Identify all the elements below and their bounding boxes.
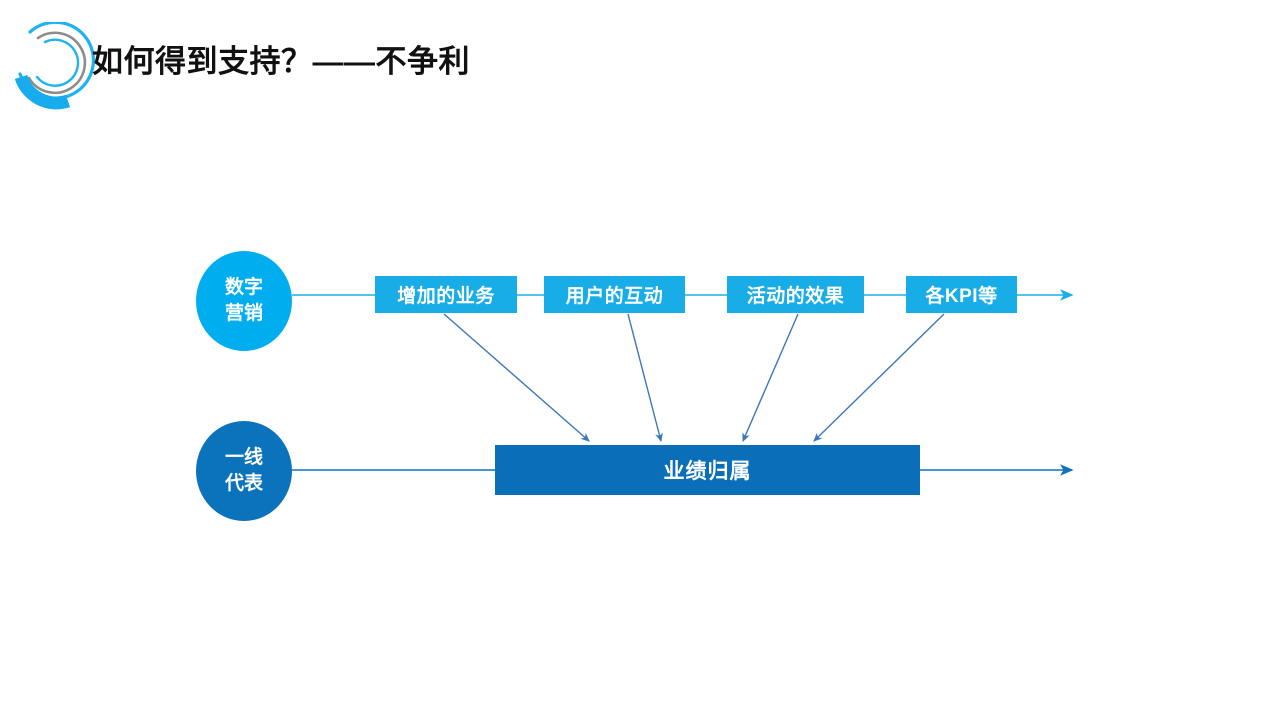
circle-label-line-2: 代表 bbox=[224, 473, 263, 494]
diagonal-arrow-1 bbox=[443, 313, 590, 442]
diagonal-arrow-2 bbox=[627, 313, 663, 443]
diagonal-arrow-4 bbox=[813, 313, 945, 442]
circle-label-line-1: 数字 bbox=[224, 277, 263, 298]
node-box-campaign-effect[interactable]: 活动的效果 bbox=[727, 276, 864, 313]
node-circle-frontline-rep[interactable]: 一线 代表 bbox=[196, 421, 292, 521]
node-box-kpis[interactable]: 各KPI等 bbox=[906, 276, 1017, 313]
diagonal-arrows bbox=[443, 313, 945, 443]
slide-header: 如何得到支持？——不争利 bbox=[0, 0, 1280, 130]
circle-label-line-1: 一线 bbox=[224, 447, 263, 468]
page-title: 如何得到支持？——不争利 bbox=[92, 44, 470, 79]
circle-label-line-2: 营销 bbox=[224, 303, 263, 324]
node-box-performance-attribution[interactable]: 业绩归属 bbox=[495, 445, 920, 495]
brand-c-arc-logo-icon bbox=[14, 20, 96, 110]
diagonal-arrow-3 bbox=[742, 313, 799, 443]
node-box-added-business[interactable]: 增加的业务 bbox=[375, 276, 517, 313]
node-box-user-interaction[interactable]: 用户的互动 bbox=[544, 276, 685, 313]
node-circle-digital-marketing[interactable]: 数字 营销 bbox=[196, 251, 292, 351]
brand-logo bbox=[8, 20, 96, 110]
